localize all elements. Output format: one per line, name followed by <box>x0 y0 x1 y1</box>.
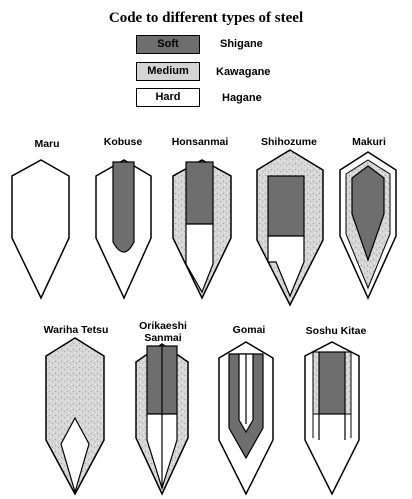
blade-honsanmai <box>172 159 232 300</box>
blade-wariha-tetsu <box>45 337 105 496</box>
label-wariha-tetsu: Wariha Tetsu <box>43 324 109 336</box>
legend-hard-term: Hagane <box>222 92 262 104</box>
label-gomai: Gomai <box>232 324 266 336</box>
blade-orikaeshi-sanmai <box>135 343 189 496</box>
legend-soft-box: Soft <box>136 35 200 54</box>
blade-soshu-kitae <box>304 341 360 496</box>
diagram-title: Code to different types of steel <box>108 10 304 26</box>
label-orikaeshi: Orikaeshi <box>139 320 187 332</box>
legend-medium-box: Medium <box>136 62 200 81</box>
legend-soft-term: Shigane <box>220 38 263 50</box>
label-honsanmai: Honsanmai <box>171 136 229 148</box>
label-sanmai: Sanmai <box>144 332 182 344</box>
blade-kobuse <box>95 159 152 300</box>
legend-hard-box: Hard <box>136 88 200 107</box>
blade-shihozume <box>256 149 324 307</box>
blade-gomai <box>218 341 274 496</box>
legend-medium-term: Kawagane <box>216 66 271 78</box>
label-maru: Maru <box>34 138 60 150</box>
blade-maru <box>11 159 70 300</box>
label-soshu-kitae: Soshu Kitae <box>305 325 367 337</box>
label-shihozume: Shihozume <box>260 136 317 148</box>
blade-makuri <box>339 151 397 300</box>
label-kobuse: Kobuse <box>103 136 143 148</box>
label-makuri: Makuri <box>352 136 386 148</box>
